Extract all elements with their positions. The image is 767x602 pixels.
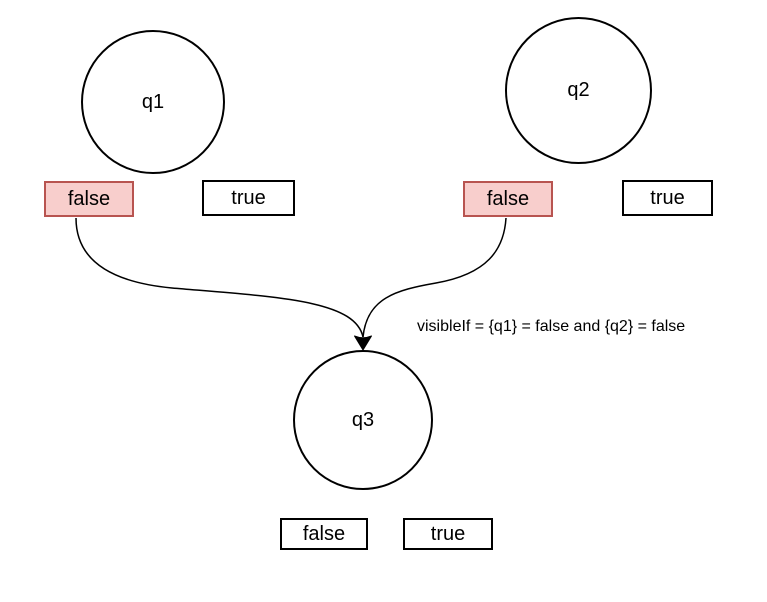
node-q3[interactable]: q3 — [293, 350, 433, 490]
option-q1-false[interactable]: false — [44, 181, 134, 217]
node-q3-label: q3 — [351, 408, 375, 431]
arrowhead-icon — [354, 335, 372, 351]
option-q3-false-label: false — [302, 522, 346, 545]
option-q2-false[interactable]: false — [463, 181, 553, 217]
option-q1-true-label: true — [231, 186, 266, 209]
edge-q1-false-to-q3 — [75, 217, 364, 338]
node-q1[interactable]: q1 — [81, 30, 225, 174]
option-q3-true[interactable]: true — [403, 518, 493, 550]
option-q1-false-label: false — [67, 187, 111, 210]
option-q3-true-label: true — [430, 522, 466, 545]
option-q2-true-label: true — [650, 186, 685, 209]
option-q2-true[interactable]: true — [622, 180, 713, 216]
visibleif-annotation: visibleIf = {q1} = false and {q2} = fals… — [417, 318, 686, 335]
node-q2-label: q2 — [567, 79, 590, 101]
option-q3-false[interactable]: false — [280, 518, 368, 550]
node-q1-label: q1 — [141, 90, 165, 113]
option-q2-false-label: false — [486, 187, 530, 210]
option-q1-true[interactable]: true — [202, 180, 295, 216]
node-q2[interactable]: q2 — [505, 17, 652, 164]
